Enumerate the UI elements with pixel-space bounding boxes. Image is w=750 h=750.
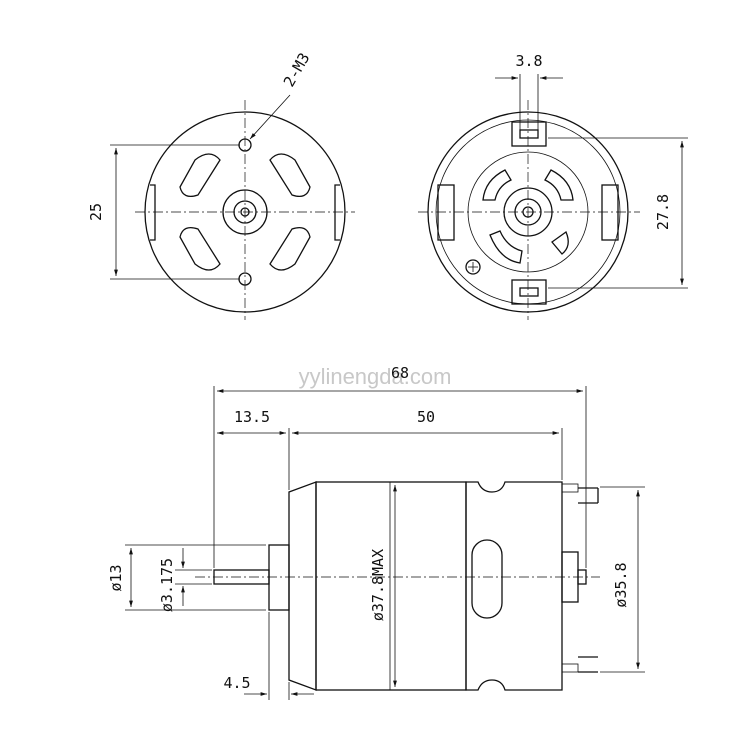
shaft-diameter-label: ø3.175: [158, 558, 176, 612]
shaft-length-label: 13.5: [234, 408, 270, 426]
front-height-label: 25: [87, 203, 105, 221]
end-diameter-label: ø35.8: [612, 562, 630, 607]
boss-diameter-label: ø13: [107, 564, 125, 591]
boss-length-label: 4.5: [223, 674, 250, 692]
front-view: 25 2-M3: [87, 50, 355, 320]
body-diameter-label: ø37.8MAX: [369, 549, 387, 621]
body-length-label: 50: [417, 408, 435, 426]
rear-height-label: 27.8: [654, 194, 672, 230]
rear-view: 3.8 27.8: [418, 52, 688, 320]
side-view: 68 13.5 50 ø13 ø3.175 4.5 ø37.8MAX ø35.8: [107, 364, 645, 700]
front-hole-label: 2-M3: [280, 50, 314, 90]
rear-terminal-width-label: 3.8: [515, 52, 542, 70]
watermark: yylinengda.com: [299, 364, 452, 389]
overall-length-label: 68: [391, 364, 409, 382]
